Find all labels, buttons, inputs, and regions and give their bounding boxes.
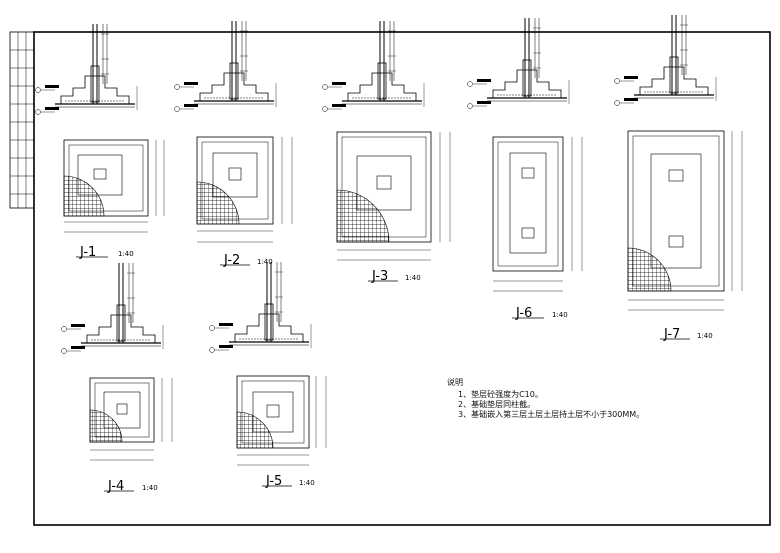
footing-j4	[60, 262, 173, 492]
j5-plan	[236, 375, 327, 466]
j7-title: J-7	[663, 327, 680, 342]
j2-title: J-2	[223, 253, 240, 268]
j3-scale: 1:40	[405, 274, 421, 282]
footing-j3	[321, 20, 451, 282]
footing-j7	[613, 14, 743, 340]
j7-section	[613, 14, 717, 107]
j4-title: J-4	[107, 479, 124, 494]
j1-plan	[63, 139, 165, 233]
j4-plan	[89, 377, 173, 461]
notes-heading: 说明	[447, 378, 463, 387]
j2-scale: 1:40	[257, 258, 273, 266]
j6-plan	[492, 136, 583, 292]
j4-scale: 1:40	[142, 484, 158, 492]
j2-section	[173, 20, 277, 113]
j3-plan	[336, 131, 451, 261]
j4-section	[60, 262, 164, 355]
j6-title: J-6	[515, 306, 532, 321]
footing-j5	[208, 261, 327, 487]
j3-section	[321, 20, 425, 113]
j6-scale: 1:40	[552, 311, 568, 319]
footing-j1	[34, 23, 165, 258]
note-line-1: 1、垫层砼强度为C10。	[458, 390, 543, 399]
j1-scale: 1:40	[118, 250, 134, 258]
note-line-2: 2、基础垫层同柱截。	[458, 400, 536, 409]
title-strip	[9, 31, 35, 209]
j5-scale: 1:40	[299, 479, 315, 487]
footing-j2	[173, 20, 293, 266]
j7-scale: 1:40	[697, 332, 713, 340]
j5-title: J-5	[265, 474, 282, 489]
j1-title: J-1	[79, 245, 96, 260]
j2-plan	[196, 136, 293, 243]
footing-j6	[466, 17, 583, 319]
j1-section	[34, 23, 138, 116]
j5-section	[208, 261, 312, 354]
j3-title: J-3	[371, 269, 388, 284]
sheet-border	[33, 31, 771, 526]
j7-plan	[627, 130, 743, 311]
note-line-3: 3、基础嵌入第三层土层土层持土层不小于300MM。	[458, 410, 645, 419]
